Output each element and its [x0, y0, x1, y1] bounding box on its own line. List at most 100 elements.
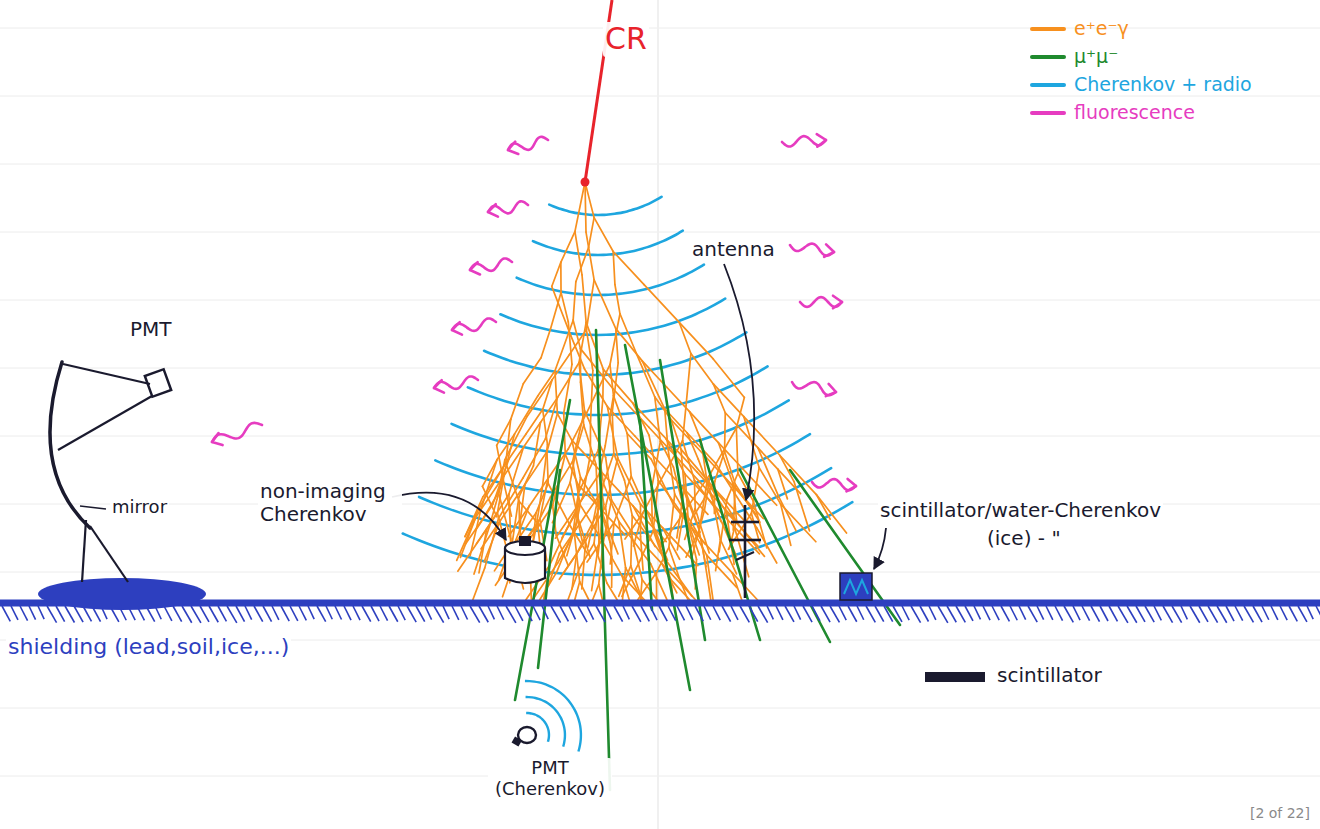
ground-hatch: [1316, 606, 1320, 621]
ground-hatch: [902, 606, 909, 620]
em-particle-track: [718, 443, 743, 469]
ground-hatch: [380, 606, 388, 621]
ground-hatch: [614, 606, 623, 622]
ground-hatch: [1082, 606, 1090, 621]
detector-tank: [840, 573, 872, 600]
em-particle-track: [625, 513, 643, 539]
em-particle-track: [580, 349, 582, 383]
mirror-label: mirror: [110, 497, 169, 518]
fluorescence-telescope: [38, 362, 206, 610]
ground-hatch: [20, 606, 28, 621]
ground-hatch: [560, 606, 568, 621]
leader-arrow: [874, 528, 886, 569]
ground-hatch: [191, 606, 201, 623]
legend-swatch: [1030, 27, 1066, 31]
ground-hatch: [1091, 606, 1100, 622]
legend-entry: Cherenkov + radio: [1030, 74, 1252, 96]
ground-hatch: [263, 606, 272, 622]
telescope-strut: [63, 364, 150, 384]
ground-hatch: [785, 606, 794, 622]
antenna-element: [736, 552, 754, 560]
ground-hatch: [1199, 606, 1208, 622]
em-particle-track: [575, 182, 585, 232]
fluorescence-photon: [508, 137, 548, 154]
em-particle-track: [713, 384, 725, 413]
ground-hatch: [497, 606, 504, 620]
fluorescence-photon: [488, 201, 528, 216]
ground-hatch: [659, 606, 667, 621]
em-particle-track: [550, 292, 561, 329]
ground-hatch: [299, 606, 306, 620]
ground-hatch: [965, 606, 973, 621]
photon-arrowhead: [212, 433, 223, 445]
em-particle-track: [598, 513, 599, 542]
em-particle-track: [690, 412, 701, 440]
em-particle-track: [543, 380, 553, 410]
em-particle-track: [570, 454, 575, 483]
em-particle-track: [699, 531, 706, 567]
fluorescence-photon: [792, 382, 836, 396]
ground-hatch: [1280, 606, 1287, 620]
em-particle-track: [584, 411, 605, 458]
em-particle-track: [644, 285, 679, 323]
ground-hatch: [1244, 606, 1253, 622]
ruling-line: [0, 164, 1320, 165]
em-particle-track: [708, 581, 711, 600]
photon-arrowhead: [508, 142, 518, 154]
ground-hatch: [866, 606, 875, 622]
em-particle-track: [556, 535, 568, 565]
em-particle-track: [573, 282, 576, 320]
fluorescence-photon: [452, 318, 496, 334]
ground-hatch: [227, 606, 237, 623]
em-particle-track: [610, 523, 614, 564]
ground-hatch: [1253, 606, 1262, 622]
ground-hatch: [1226, 606, 1234, 621]
em-particle-track: [713, 384, 743, 417]
ground-hatch: [29, 606, 36, 620]
ground-hatch: [857, 606, 864, 620]
em-particle-track: [651, 564, 667, 600]
em-particle-track: [780, 455, 817, 494]
em-particle-track: [610, 314, 620, 365]
em-particle-track: [474, 527, 489, 574]
ground-hatch: [515, 606, 523, 621]
ground-hatch: [1127, 606, 1137, 623]
ground-hatch: [920, 606, 928, 621]
ground-hatch: [38, 606, 44, 619]
ground-hatch: [344, 606, 351, 620]
fluorescence-photon: [434, 376, 478, 392]
photon-arrowhead: [833, 296, 842, 309]
em-particle-track: [586, 232, 594, 280]
detector-label: scintillator/water-Cherenkov: [878, 499, 1163, 522]
ground-hatch: [218, 606, 226, 621]
em-particle-track: [538, 371, 555, 396]
em-particle-track: [568, 568, 580, 600]
em-particle-track: [613, 396, 627, 434]
ground-hatch: [704, 606, 711, 620]
em-particle-track: [586, 330, 592, 371]
ground-hatch: [452, 606, 459, 620]
em-particle-track: [656, 573, 658, 600]
em-particle-track: [561, 232, 575, 263]
em-particle-track: [589, 218, 594, 248]
ground-hatch: [11, 606, 18, 620]
em-particle-track: [587, 523, 614, 562]
ground-hatch: [1208, 606, 1218, 623]
em-particle-track: [613, 252, 644, 285]
ground-hatch: [596, 606, 605, 622]
ground-hatch: [578, 606, 587, 622]
em-particle-track: [707, 555, 737, 587]
ground-hatch: [947, 606, 956, 622]
ruling-line: [0, 96, 1320, 97]
fluorescence-photon: [212, 423, 262, 445]
ground-hatch: [335, 606, 342, 620]
ground-hatch: [1037, 606, 1044, 620]
ground-hatch: [407, 606, 416, 622]
ground-hatch: [884, 606, 893, 622]
shower-front-arc: [452, 400, 789, 455]
detector-label: non-imaging Cherenkov: [258, 480, 402, 526]
em-particle-track: [457, 517, 476, 561]
em-particle-track: [586, 280, 594, 330]
em-particle-track: [660, 441, 673, 467]
